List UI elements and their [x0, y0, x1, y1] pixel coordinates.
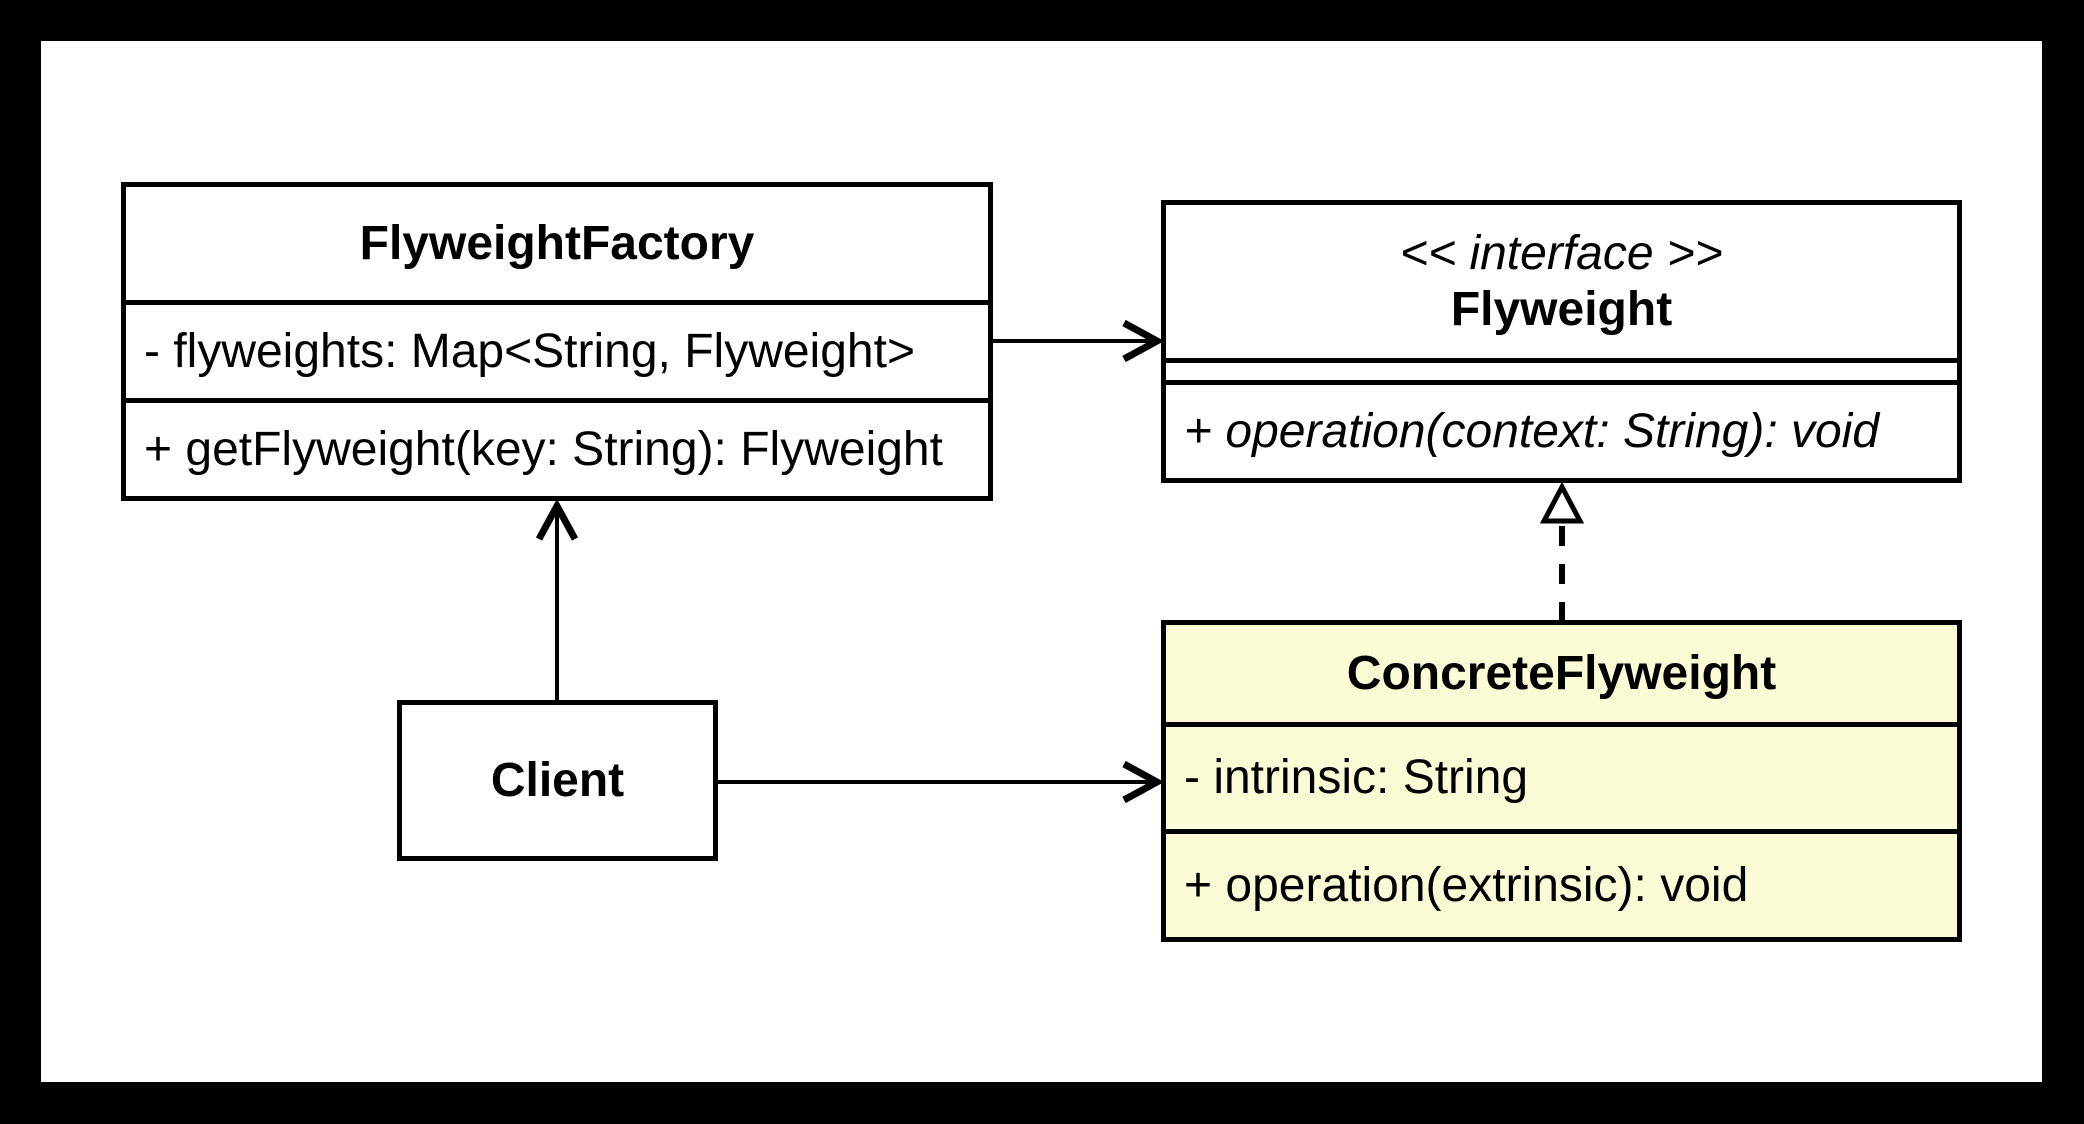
class-flyweight-interface: << interface >> Flyweight + operation(co… [1161, 200, 1962, 483]
class-name: FlyweightFactory [359, 216, 755, 270]
stereotype-label: << interface >> [1400, 227, 1723, 281]
class-name-compartment: ConcreteFlyweight [1166, 625, 1957, 722]
methods-compartment: + operation(context: String): void [1166, 380, 1957, 478]
class-flyweight-factory: FlyweightFactory - flyweights: Map<Strin… [121, 182, 993, 501]
empty-attributes-compartment [1166, 358, 1957, 380]
class-name: ConcreteFlyweight [1346, 646, 1777, 700]
class-concrete-flyweight: ConcreteFlyweight - intrinsic: String + … [1161, 620, 1962, 942]
class-name-compartment: Client [402, 705, 713, 856]
attributes-compartment: - intrinsic: String [1166, 722, 1957, 829]
attribute: - intrinsic: String [1184, 751, 1529, 805]
class-name: Flyweight [1450, 282, 1673, 336]
abstract-method: + operation(context: String): void [1184, 404, 1880, 458]
methods-compartment: + operation(extrinsic): void [1166, 829, 1957, 937]
class-name: Client [490, 753, 625, 807]
attributes-compartment: - flyweights: Map<String, Flyweight> [126, 300, 988, 398]
attribute: - flyweights: Map<String, Flyweight> [144, 324, 915, 378]
method: + getFlyweight(key: String): Flyweight [144, 422, 943, 476]
class-name-compartment: FlyweightFactory [126, 187, 988, 300]
class-name-compartment: << interface >> Flyweight [1166, 205, 1957, 358]
method: + operation(extrinsic): void [1184, 858, 1749, 912]
class-client: Client [397, 700, 718, 861]
methods-compartment: + getFlyweight(key: String): Flyweight [126, 398, 988, 496]
